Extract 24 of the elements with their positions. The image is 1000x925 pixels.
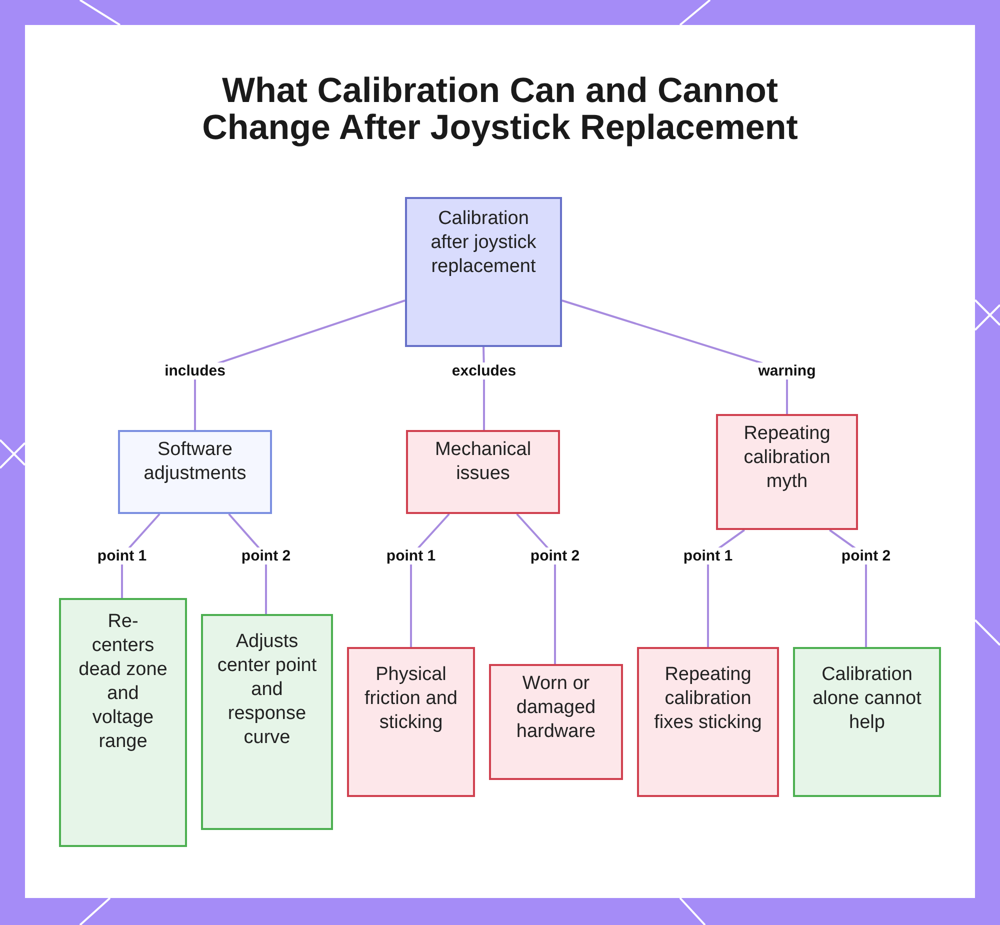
connector-line — [562, 300, 788, 414]
category-box: Worn or damaged hardware — [489, 664, 623, 780]
title: What Calibration Can and Cannot Change After Joystick Replacement — [201, 72, 799, 146]
category-box: Repeating calibration myth — [716, 414, 858, 530]
point-box: Adjusts center point and response curve — [201, 614, 333, 830]
edge-label: warning — [756, 362, 818, 380]
connector-line — [194, 300, 406, 430]
category-box: Mechanical issues — [406, 430, 560, 514]
edge-label: point 1 — [384, 548, 438, 564]
category-box: Software adjustments — [118, 430, 272, 514]
connector-line — [516, 513, 556, 664]
edge-label: point 1 — [681, 548, 735, 564]
edge-label: point 2 — [239, 548, 293, 564]
point-box: Re-centers dead zone and voltage range — [59, 598, 187, 847]
connector-line — [410, 513, 450, 647]
edge-label: point 2 — [528, 548, 582, 564]
edge-label: point 1 — [95, 548, 149, 564]
point-box: Calibration alone cannot help — [793, 647, 941, 797]
category-box: Repeating calibration fixes sticking — [637, 647, 779, 797]
edge-label: excludes — [450, 362, 518, 380]
topic-box: Calibration after joystick replacement — [405, 197, 562, 347]
edge-label: point 2 — [839, 548, 893, 564]
edge-label: includes — [162, 362, 228, 380]
category-box: Physical friction and sticking — [347, 647, 475, 797]
